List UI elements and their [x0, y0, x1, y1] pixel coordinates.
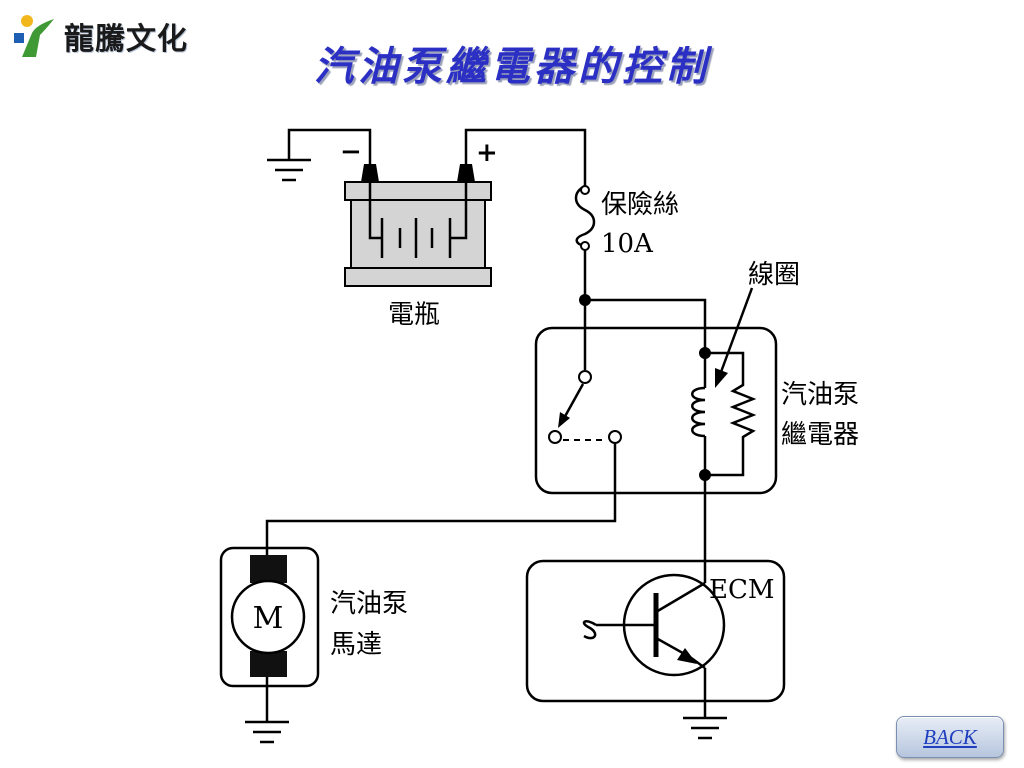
motor-label-line2: 馬達	[330, 630, 382, 660]
motor-box	[219, 546, 320, 688]
motor-brush-bottom	[250, 651, 287, 677]
coil-label: 線圈	[748, 260, 800, 290]
junction-dot	[699, 347, 711, 359]
battery-positive-label: +	[476, 138, 498, 168]
ground-icon	[267, 158, 311, 182]
motor-brush-top	[250, 555, 287, 583]
fuse-name-label: 保險絲	[601, 190, 679, 220]
wire-junction-coil	[585, 298, 707, 353]
motor-label-line1: 汽油泵	[330, 589, 408, 619]
fuse-rating-label: 10A	[601, 229, 654, 259]
logo: 龍騰文化	[10, 10, 188, 62]
back-button[interactable]: BACK	[896, 716, 1004, 758]
ground-icon	[245, 720, 289, 744]
transistor-icon	[582, 573, 726, 677]
relay-label-line1: 汽油泵	[781, 380, 859, 410]
relay-label-line2: 繼電器	[781, 420, 859, 450]
logo-mark-icon	[14, 15, 54, 57]
ecm-box	[525, 559, 786, 703]
battery-negative-label: −	[340, 137, 362, 167]
battery-label: 電瓶	[388, 300, 440, 330]
wire-battery-fuse	[464, 128, 587, 186]
ecm-label: ECM	[709, 575, 775, 605]
motor-symbol: M	[253, 601, 284, 636]
ground-icon	[683, 716, 727, 740]
fuse	[574, 184, 596, 251]
junction-dot	[699, 469, 711, 481]
wire-battery-ground	[287, 128, 372, 165]
motor-icon	[230, 579, 306, 655]
junction-dot	[579, 294, 591, 306]
back-button-label: BACK	[923, 724, 977, 749]
page-title: 汽油泵繼電器的控制	[314, 43, 710, 90]
wire-switch-motor	[265, 437, 617, 555]
relay-box	[534, 326, 778, 495]
logo-text: 龍騰文化	[64, 22, 188, 57]
coil-pointer-arrow	[715, 287, 754, 388]
relay-switch	[548, 370, 622, 444]
battery	[344, 164, 492, 287]
